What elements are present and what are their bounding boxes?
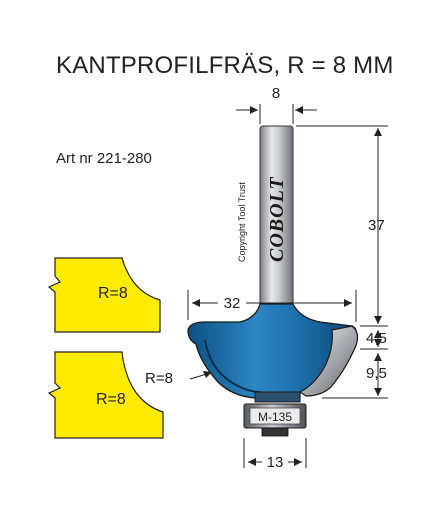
profile-label-top: R=8 xyxy=(98,285,128,302)
dim-cutting-diameter: 32 xyxy=(224,295,241,312)
profile-shape-bottom xyxy=(47,351,164,439)
profile-shape-top xyxy=(47,257,161,333)
profile-label-bottom: R=8 xyxy=(96,391,126,408)
bearing-screw xyxy=(261,427,289,437)
carbide-blade xyxy=(298,325,359,397)
dim-total-length: 37 xyxy=(368,217,385,234)
dim-radius: R=8 xyxy=(145,370,173,387)
copyright-text: Copyright Tool Trust xyxy=(237,182,247,262)
dim-cutting-height: 9,5 xyxy=(366,365,387,382)
brand-logo: COBOLT xyxy=(266,176,288,262)
page-title: KANTPROFILFRÄS, R = 8 MM xyxy=(56,52,394,79)
collar xyxy=(254,391,301,403)
dim-step-height: 4,5 xyxy=(366,330,387,347)
dim-shank-diameter: 8 xyxy=(272,85,280,102)
dim-bearing-diameter: 13 xyxy=(267,454,284,471)
article-number: Art nr 221-280 xyxy=(56,150,152,167)
bearing-label: M-135 xyxy=(258,410,292,424)
